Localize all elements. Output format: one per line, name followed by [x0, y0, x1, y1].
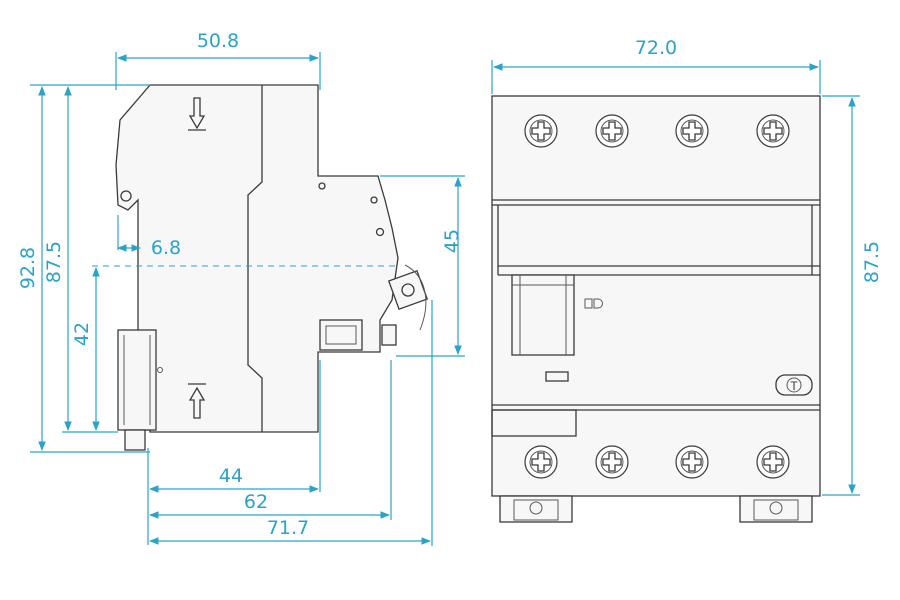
dim-top-width: 50.8 — [197, 30, 239, 52]
din-rail-clip — [117, 329, 163, 451]
terminal-screw-icon — [595, 445, 629, 479]
mount-hole — [120, 190, 132, 202]
bottom-terminal-screws — [524, 445, 790, 479]
dim-depth-1: 44 — [219, 465, 243, 487]
terminal-screw-icon — [524, 445, 558, 479]
dim-depth-total: 71.7 — [267, 517, 309, 539]
side-dimensions: 50.8 92.8 87.5 6.8 42 45 44 62 — [17, 30, 465, 546]
dim-front-width: 72.0 — [635, 37, 677, 59]
dim-rail-height: 42 — [71, 322, 93, 346]
top-flow-arrow-icon — [188, 97, 206, 131]
toggle-lever — [511, 274, 575, 356]
side-terminal — [318, 182, 429, 351]
dim-body-height: 87.5 — [43, 241, 65, 283]
terminal-screw-icon — [524, 114, 558, 148]
dim-front-height: 87.5 — [861, 241, 883, 283]
front-view: T — [491, 95, 821, 523]
din-clip-left — [499, 495, 573, 523]
side-view — [115, 84, 429, 451]
dim-overall-height: 92.8 — [17, 247, 39, 289]
terminal-screw-icon — [595, 114, 629, 148]
dim-depth-2: 62 — [244, 491, 268, 513]
indicator-window — [545, 371, 569, 382]
front-dimensions: 72.0 87.5 — [491, 37, 883, 496]
terminal-screw-icon — [675, 114, 709, 148]
dim-terminal-height: 45 — [441, 229, 463, 253]
terminal-screw-icon — [756, 114, 790, 148]
test-button: T — [775, 374, 813, 396]
bottom-flow-arrow-icon — [188, 383, 206, 419]
test-button-label: T — [790, 379, 798, 393]
terminal-screw-icon — [675, 445, 709, 479]
status-symbol-icon — [584, 298, 603, 309]
top-terminal-screws — [524, 114, 790, 148]
din-clip-right — [739, 495, 813, 523]
terminal-screw-icon — [756, 445, 790, 479]
side-divider — [247, 85, 263, 432]
dim-rail-offset: 6.8 — [151, 237, 181, 259]
